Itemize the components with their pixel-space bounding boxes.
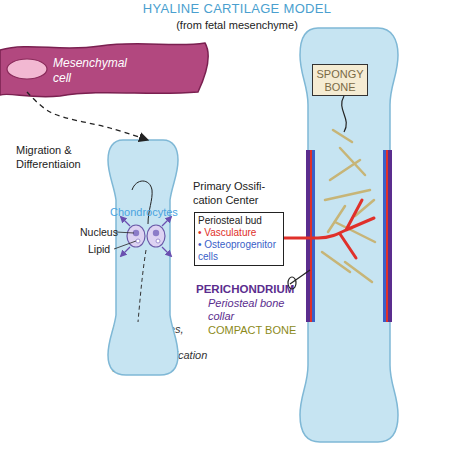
migration-arrow xyxy=(27,92,148,140)
mesenchymal-cell xyxy=(7,59,47,79)
lipid xyxy=(136,239,140,243)
cell-oval: Mesenchymal cell xyxy=(5,52,135,92)
label-text: Periosteal bone collar xyxy=(208,297,294,323)
node-text: Mesenchymal cell xyxy=(53,56,135,86)
node-text: • Osteoprogenitor cells xyxy=(198,239,284,263)
edge-layer xyxy=(27,92,148,140)
mesenchyme-strip xyxy=(0,43,208,97)
node-text: SPONGY BONE xyxy=(313,68,367,94)
periosteal-collar xyxy=(306,150,310,322)
node-text: Periosteal bud xyxy=(198,215,284,227)
growth-arrow xyxy=(162,247,171,256)
cartilage-model: ChondrocytesNucleusLipid xyxy=(108,140,178,375)
leader-line xyxy=(342,96,347,132)
node-text: Primary Ossifi- cation Center xyxy=(193,179,275,207)
edge-label: Migration & Differentiaion xyxy=(16,143,106,171)
spongy-bone-box: SPONGY BONE xyxy=(312,64,368,96)
growth-arrow xyxy=(121,247,130,256)
title-text: HYALINE CARTILAGE MODEL xyxy=(0,3,474,15)
trabecula xyxy=(325,190,370,200)
periosteal-collar xyxy=(388,150,392,322)
chondrocyte xyxy=(147,225,165,247)
growth-arrow xyxy=(121,217,130,226)
leader-line xyxy=(116,232,134,233)
cartilage-outline xyxy=(108,140,178,375)
node-text: Nucleus xyxy=(80,226,130,238)
trabecula xyxy=(328,206,345,232)
bone-model xyxy=(300,28,398,442)
ossification-box: Primary Ossifi- cation CenterPeriosteal … xyxy=(194,212,284,266)
label-text: COMPACT BONE xyxy=(208,324,308,336)
periosteal-collar xyxy=(383,150,386,322)
nucleus xyxy=(153,230,159,236)
trabecula xyxy=(340,148,365,175)
label-text: (from fetal mesenchyme) xyxy=(0,19,474,31)
periosteal-collar xyxy=(310,150,312,322)
vasculature xyxy=(284,200,374,258)
leader-line xyxy=(290,270,310,284)
periosteal-collar xyxy=(386,150,388,322)
node-text: • Vasculature xyxy=(198,227,284,239)
leader-line xyxy=(114,241,136,249)
periosteal-collar xyxy=(312,150,315,322)
cartilage-shape xyxy=(108,140,178,375)
trabecula xyxy=(333,130,352,142)
node-text: Chondrocytes xyxy=(110,206,190,218)
lipid xyxy=(156,239,160,243)
growth-arrow xyxy=(162,217,171,226)
node-text: Lipid xyxy=(88,243,128,255)
trabeculae xyxy=(322,130,375,282)
label-text: PERICHONDRIUM xyxy=(196,283,296,295)
trabecula xyxy=(345,262,372,282)
